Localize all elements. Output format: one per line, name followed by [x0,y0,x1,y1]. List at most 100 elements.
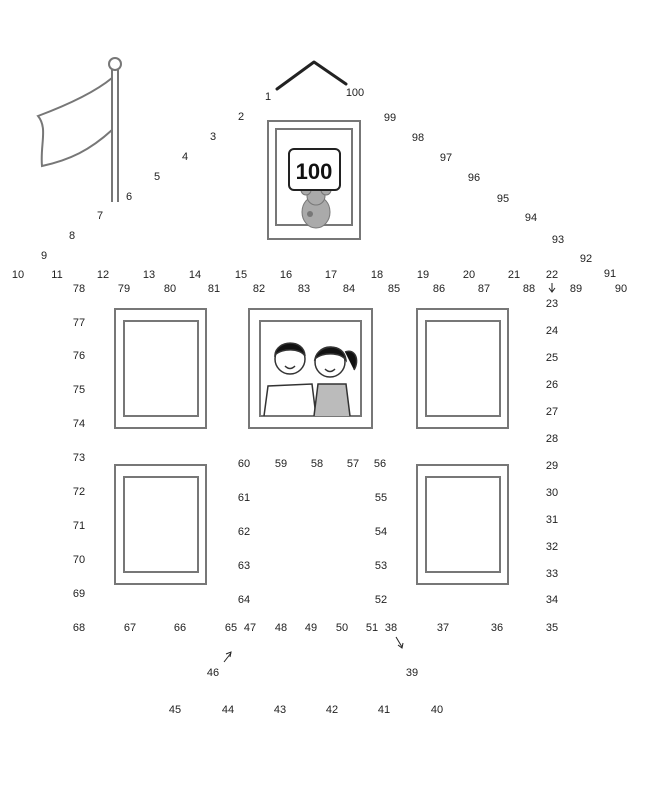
dot-number-68: 68 [73,622,85,634]
dot-number-24: 24 [546,325,558,337]
dot-number-2: 2 [238,111,244,123]
dot-number-81: 81 [208,283,220,295]
badge-text: 100 [296,159,333,184]
dot-number-66: 66 [174,622,186,634]
dot-number-32: 32 [546,541,558,553]
dot-number-92: 92 [580,253,592,265]
dot-number-75: 75 [73,384,85,396]
dot-number-77: 77 [73,317,85,329]
dot-number-42: 42 [326,704,338,716]
arrow-22-to-23 [548,283,556,293]
dot-number-5: 5 [154,171,160,183]
dot-number-53: 53 [375,560,387,572]
dot-number-63: 63 [238,560,250,572]
dot-number-12: 12 [97,269,109,281]
dot-number-60: 60 [238,458,250,470]
dot-number-7: 7 [97,210,103,222]
dot-number-37: 37 [437,622,449,634]
dot-number-64: 64 [238,594,250,606]
dot-number-36: 36 [491,622,503,634]
dot-number-47: 47 [244,622,256,634]
dot-number-27: 27 [546,406,558,418]
dot-number-51: 51 [366,622,378,634]
dot-number-84: 84 [343,283,355,295]
two-children-icon [263,342,358,417]
arrow-46-to-47 [223,651,232,663]
dot-number-21: 21 [508,269,520,281]
badge-sign [288,148,341,191]
dot-number-99: 99 [384,112,396,124]
dot-number-58: 58 [311,458,323,470]
dot-number-16: 16 [280,269,292,281]
dot-number-33: 33 [546,568,558,580]
dot-number-89: 89 [570,283,582,295]
dot-number-57: 57 [347,458,359,470]
dot-number-100: 100 [346,87,364,99]
dot-number-97: 97 [440,152,452,164]
dot-number-45: 45 [169,704,181,716]
dot-number-22: 22 [546,269,558,281]
dot-number-4: 4 [182,151,188,163]
dot-number-9: 9 [41,250,47,262]
window-upper-center [248,308,373,429]
dot-number-31: 31 [546,514,558,526]
mouse-holding-100-sign-icon: 100 [288,148,341,229]
dot-number-23: 23 [546,298,558,310]
dot-number-94: 94 [525,212,537,224]
dot-number-98: 98 [412,132,424,144]
dot-number-54: 54 [375,526,387,538]
dot-number-91: 91 [604,268,616,280]
dot-number-71: 71 [73,520,85,532]
dot-number-79: 79 [118,283,130,295]
window-lower-left [114,464,207,585]
window-upper-right [416,308,509,429]
dot-number-49: 49 [305,622,317,634]
dot-number-82: 82 [253,283,265,295]
dot-number-46: 46 [207,667,219,679]
dot-number-41: 41 [378,704,390,716]
dot-number-11: 11 [51,269,62,281]
dot-number-61: 61 [238,492,250,504]
dot-number-25: 25 [546,352,558,364]
dot-number-26: 26 [546,379,558,391]
dot-number-48: 48 [275,622,287,634]
dot-number-78: 78 [73,283,85,295]
dot-number-6: 6 [126,191,132,203]
dot-number-30: 30 [546,487,558,499]
dot-number-29: 29 [546,460,558,472]
dot-number-52: 52 [375,594,387,606]
flag-icon [36,57,122,202]
dot-number-28: 28 [546,433,558,445]
dot-number-15: 15 [235,269,247,281]
dot-number-44: 44 [222,704,234,716]
dot-number-39: 39 [406,667,418,679]
dot-number-96: 96 [468,172,480,184]
dot-number-1: 1 [265,91,271,103]
dot-number-86: 86 [433,283,445,295]
dot-number-3: 3 [210,131,216,143]
dot-number-10: 10 [12,269,24,281]
dot-number-56: 56 [374,458,386,470]
dot-number-87: 87 [478,283,490,295]
dot-number-50: 50 [336,622,348,634]
dot-number-72: 72 [73,486,85,498]
dot-number-62: 62 [238,526,250,538]
arrow-38-to-39 [395,636,404,649]
roof-peak-mark [275,60,348,91]
dot-number-20: 20 [463,269,475,281]
dot-number-65: 65 [225,622,237,634]
dot-number-35: 35 [546,622,558,634]
dot-number-40: 40 [431,704,443,716]
dot-number-55: 55 [375,492,387,504]
dot-number-76: 76 [73,350,85,362]
dot-number-95: 95 [497,193,509,205]
dot-number-18: 18 [371,269,383,281]
dot-number-43: 43 [274,704,286,716]
dot-number-14: 14 [189,269,201,281]
dot-number-83: 83 [298,283,310,295]
dot-number-93: 93 [552,234,564,246]
dot-number-19: 19 [417,269,429,281]
dot-number-13: 13 [143,269,155,281]
